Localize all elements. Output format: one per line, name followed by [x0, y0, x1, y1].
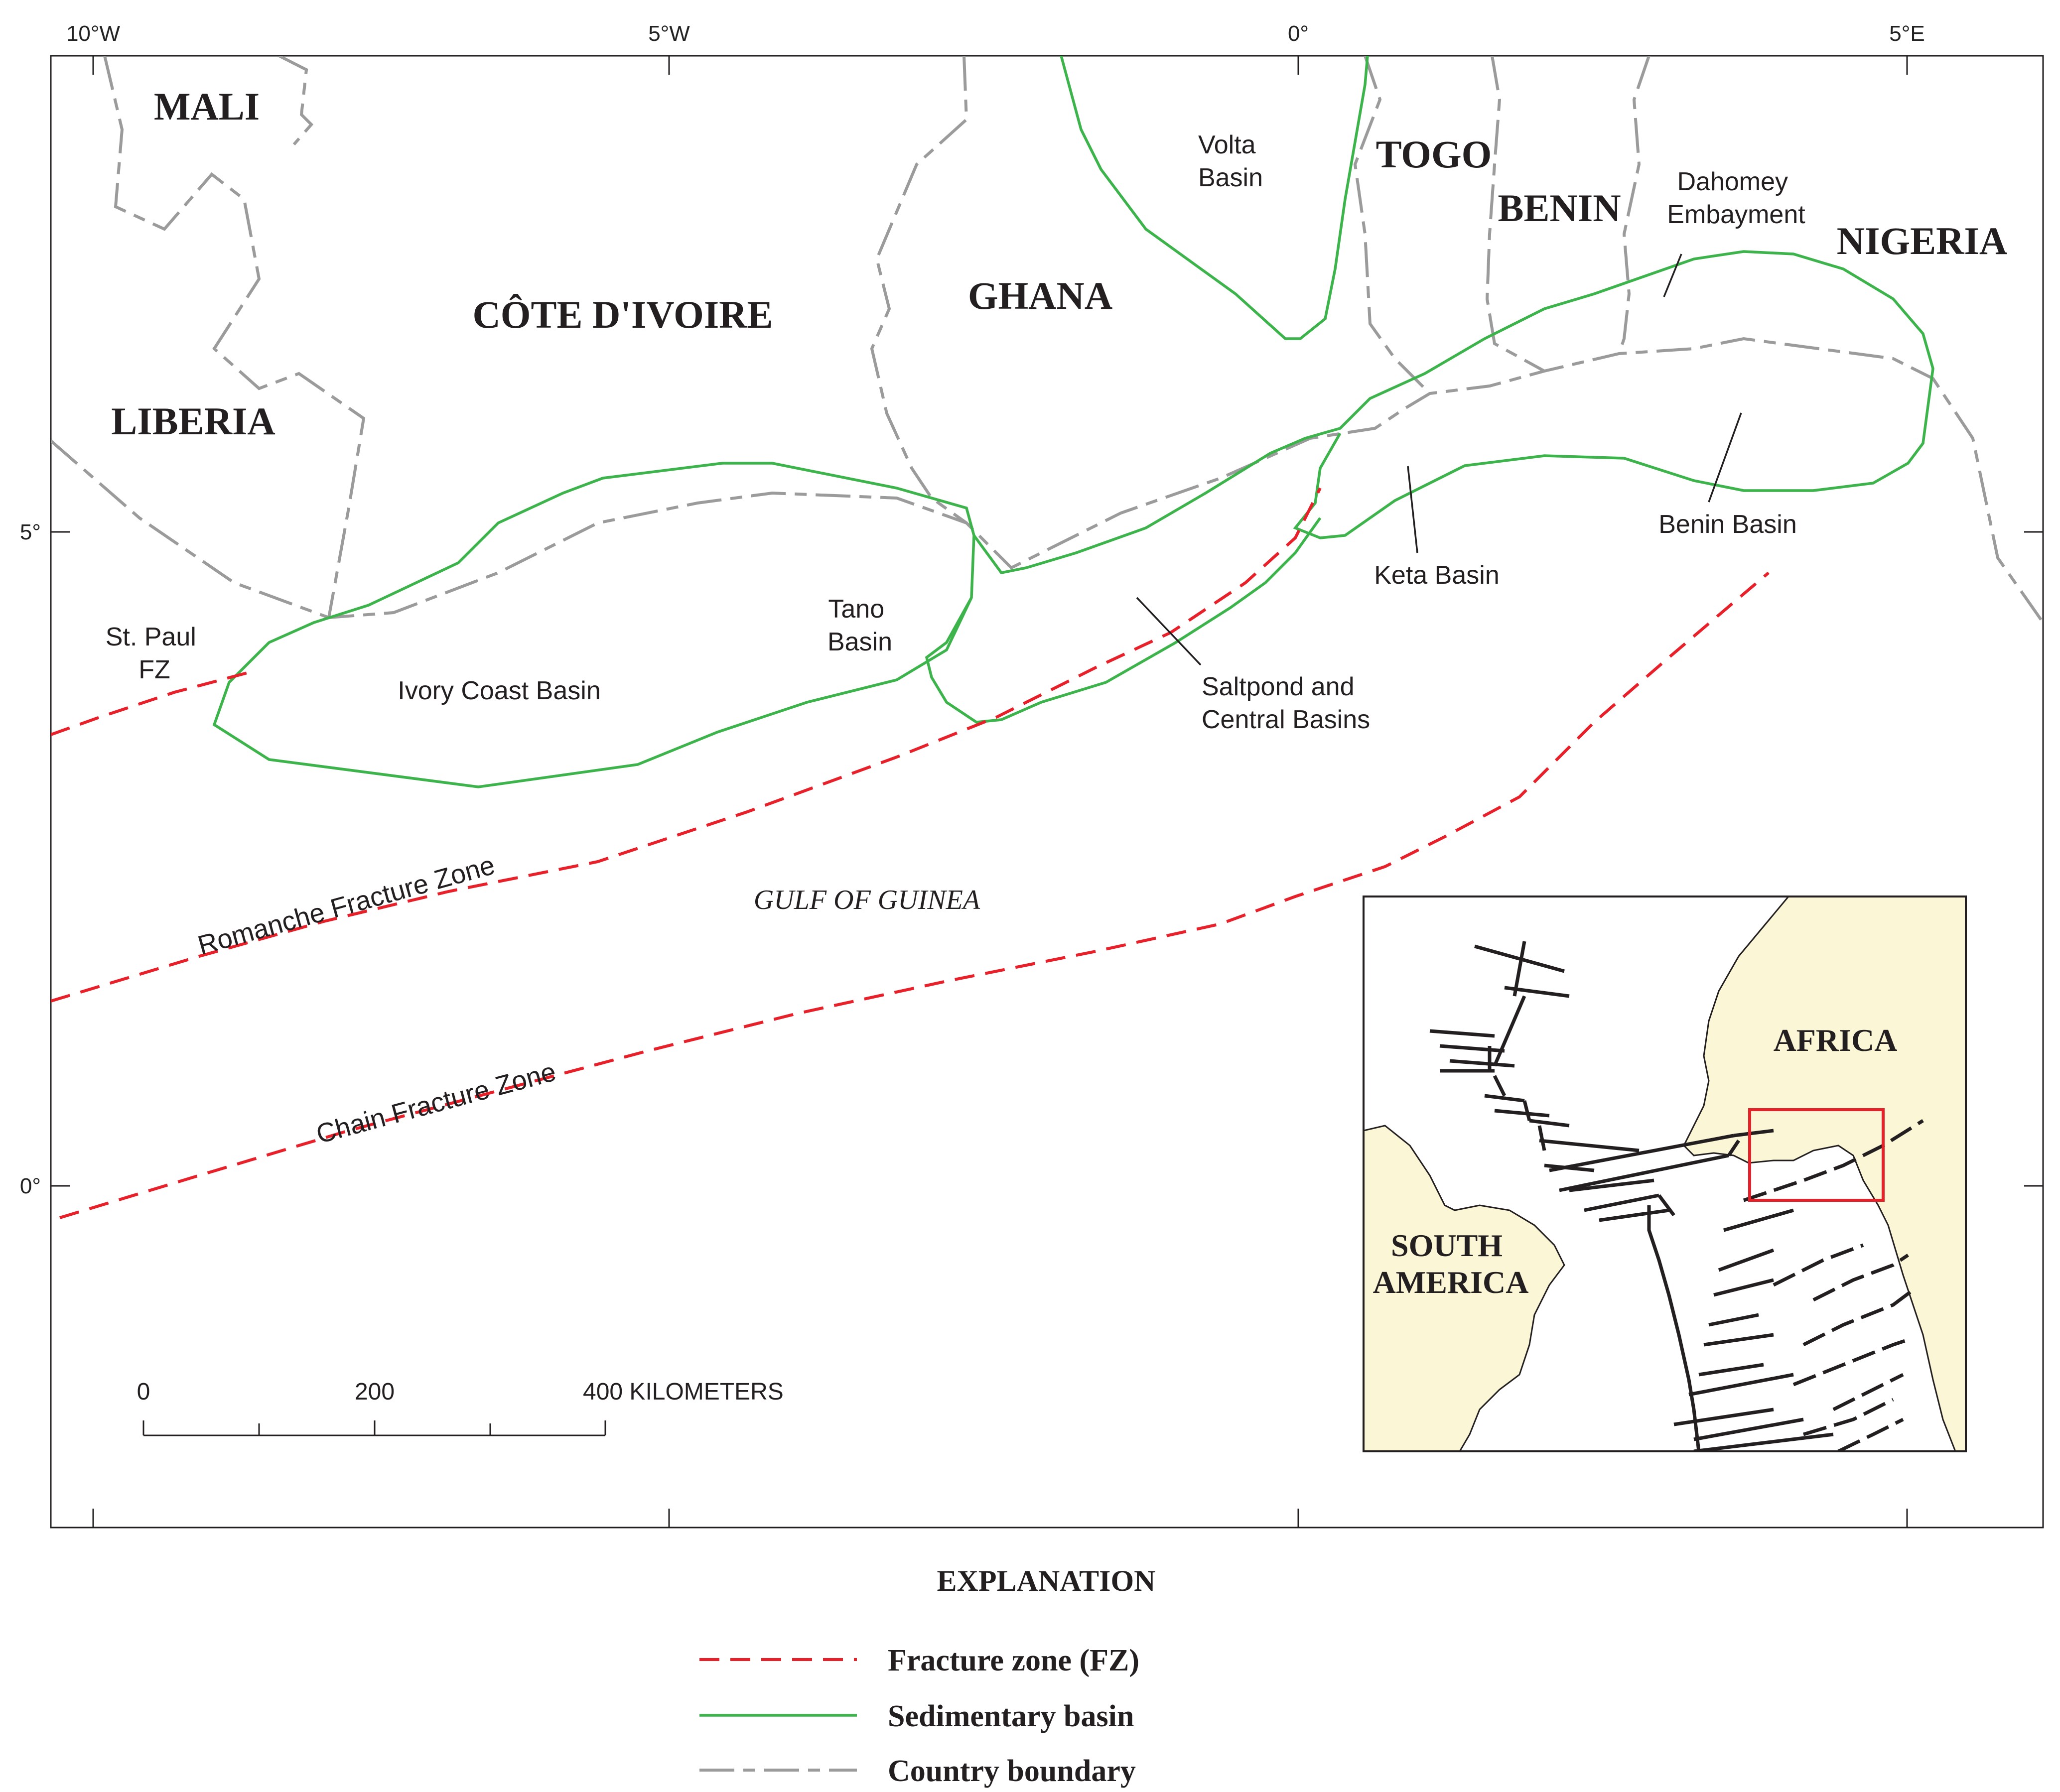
ivory-coast-tano-basin-outline — [212, 462, 975, 788]
inset-label-africa: AFRICA — [1774, 1023, 1898, 1058]
scale-label-400: 400 KILOMETERS — [583, 1379, 784, 1405]
leader-lines — [1136, 254, 1742, 666]
volta-basin-outline — [1060, 56, 1369, 340]
country-label-nigeria: NIGERIA — [1837, 219, 2007, 262]
legend-country-boundary-label: Country boundary — [888, 1754, 1136, 1788]
map-frame — [50, 55, 2044, 1529]
st-paul-fz — [51, 671, 250, 736]
ivory-coast-basin-label: Ivory Coast Basin — [398, 676, 601, 705]
saltpond-keta-benin-basin-outline — [925, 250, 1934, 724]
legend-item-sedimentary-basin: Sedimentary basin — [699, 1699, 1134, 1733]
chain-fz-label: Chain Fracture Zone — [313, 1057, 559, 1150]
sedimentary-basins — [212, 56, 1934, 788]
inset-location-box — [1748, 1108, 1885, 1202]
longitude-label-10w: 10°W — [66, 21, 121, 46]
tano-basin-label: Tano Basin — [827, 595, 892, 656]
country-label-cote-divoire: CÔTE D'IVOIRE — [472, 293, 773, 336]
dahomey-embayment-label: Dahomey Embayment — [1667, 167, 1805, 229]
country-label-ghana: GHANA — [968, 274, 1112, 317]
legend-item-fracture-zone: Fracture zone (FZ) — [699, 1644, 1139, 1677]
country-label-benin: BENIN — [1498, 186, 1621, 230]
benin-basin-label: Benin Basin — [1658, 510, 1797, 539]
graticule-ticks — [51, 56, 2043, 1528]
inset-mid-atlantic-ridge — [1429, 941, 1924, 1451]
longitude-label-0: 0° — [1288, 21, 1309, 46]
volta-basin-label: Volta Basin — [1198, 130, 1263, 192]
scale-label-200: 200 — [355, 1379, 395, 1405]
chain-fz — [59, 571, 1770, 1219]
legend: EXPLANATION Fracture zone (FZ) Sedimenta… — [699, 1564, 1155, 1788]
st-paul-fz-label: St. Paul FZ — [106, 623, 204, 684]
country-label-togo: TOGO — [1376, 132, 1492, 176]
country-label-liberia: LIBERIA — [111, 399, 275, 443]
inset-label-south-america: SOUTH AMERICA — [1373, 1228, 1529, 1300]
romanche-fz — [51, 487, 1322, 1003]
longitude-label-5e: 5°E — [1889, 21, 1924, 46]
legend-item-country-boundary: Country boundary — [699, 1754, 1136, 1788]
keta-basin-label: Keta Basin — [1374, 561, 1500, 590]
latitude-label-0: 0° — [20, 1174, 41, 1198]
romanche-fz-label: Romanche Fracture Zone — [195, 850, 498, 961]
legend-sedimentary-basin-label: Sedimentary basin — [888, 1699, 1134, 1733]
scale-label-0: 0 — [137, 1379, 150, 1405]
inset-south-america-landmass — [1364, 1125, 1565, 1451]
fracture-zones — [51, 487, 1770, 1219]
latitude-label-5n: 5° — [20, 520, 41, 544]
inset-africa-landmass — [1683, 896, 1966, 1451]
scale-bar — [142, 1420, 606, 1436]
legend-title: EXPLANATION — [937, 1564, 1156, 1597]
country-label-mali: MALI — [154, 85, 260, 128]
inset-map — [1363, 896, 1967, 1452]
legend-fracture-zone-label: Fracture zone (FZ) — [888, 1644, 1139, 1677]
gulf-of-guinea-label: GULF OF GUINEA — [754, 885, 980, 915]
saltpond-central-basins-label: Saltpond and Central Basins — [1202, 672, 1370, 734]
longitude-label-5w: 5°W — [648, 21, 690, 46]
